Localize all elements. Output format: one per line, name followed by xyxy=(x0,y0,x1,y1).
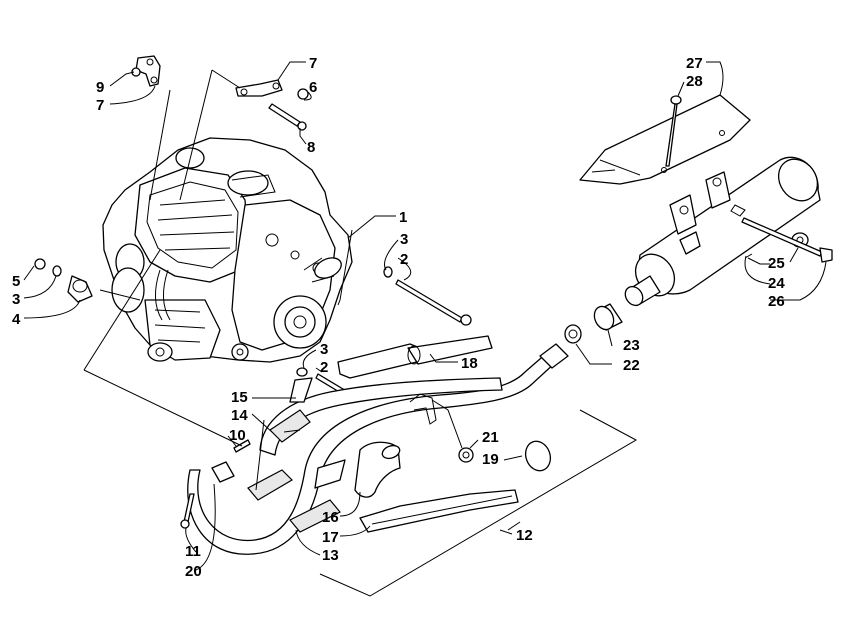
callout-1: 1 xyxy=(399,209,407,226)
callout-17: 17 xyxy=(322,529,339,546)
bolt-8 xyxy=(268,88,309,131)
callout-12: 12 xyxy=(516,527,533,544)
screw-28 xyxy=(665,95,682,167)
callout-20: 20 xyxy=(185,563,202,580)
bracket-20 xyxy=(211,461,235,483)
mount-bracket-top-left xyxy=(131,55,161,87)
heat-shield-13 xyxy=(289,459,346,533)
exhaust-header-pipe xyxy=(187,343,569,555)
callout-27: 27 xyxy=(686,55,703,72)
mount-bracket-top-right xyxy=(235,79,283,97)
callout-3: 3 xyxy=(400,231,408,248)
nut-21 xyxy=(458,447,474,463)
callout-8: 8 xyxy=(307,139,315,156)
elbow-16 xyxy=(354,441,401,498)
callout-19: 19 xyxy=(482,451,499,468)
bolt-11 xyxy=(180,493,195,529)
callout-23: 23 xyxy=(623,337,640,354)
engine-assembly xyxy=(102,137,353,363)
callout-5: 5 xyxy=(12,273,20,290)
callout-24: 24 xyxy=(768,275,785,292)
callout-16: 16 xyxy=(322,509,339,526)
callout-6: 6 xyxy=(309,79,317,96)
callout-3: 3 xyxy=(12,291,20,308)
pipe-18 xyxy=(337,335,493,379)
callout-labels: 9 7 7 6 8 1 3 2 5 3 4 3 2 18 15 14 10 21… xyxy=(12,55,785,580)
callout-25: 25 xyxy=(768,255,785,272)
callout-13: 13 xyxy=(322,547,339,564)
callout-7: 7 xyxy=(309,55,317,72)
callout-26: 26 xyxy=(768,293,785,310)
callout-22: 22 xyxy=(623,357,640,374)
callout-18: 18 xyxy=(461,355,478,372)
callout-2: 2 xyxy=(320,359,328,376)
gasket-22 xyxy=(564,324,582,344)
bolt-26 xyxy=(741,217,833,263)
heat-shield-15 xyxy=(283,377,313,433)
callout-9: 9 xyxy=(96,79,104,96)
mount-hardware-left xyxy=(34,258,93,303)
callout-21: 21 xyxy=(482,429,499,446)
clamp-19 xyxy=(524,440,552,472)
muffler-heat-shield-27 xyxy=(579,94,751,185)
callout-4: 4 xyxy=(12,311,21,328)
heat-shield-17 xyxy=(359,489,519,533)
leader-lines xyxy=(23,61,827,597)
callout-14: 14 xyxy=(231,407,248,424)
coupler-23 xyxy=(593,303,623,331)
callout-10: 10 xyxy=(229,427,246,444)
heat-shield-14 xyxy=(247,409,311,501)
callout-28: 28 xyxy=(686,73,703,90)
callout-15: 15 xyxy=(231,389,248,406)
callout-3: 3 xyxy=(320,341,328,358)
muffler-assembly xyxy=(624,156,821,307)
through-bolt-1 xyxy=(383,266,472,326)
callout-2: 2 xyxy=(400,251,408,268)
callout-11: 11 xyxy=(185,543,201,560)
callout-7: 7 xyxy=(96,97,104,114)
